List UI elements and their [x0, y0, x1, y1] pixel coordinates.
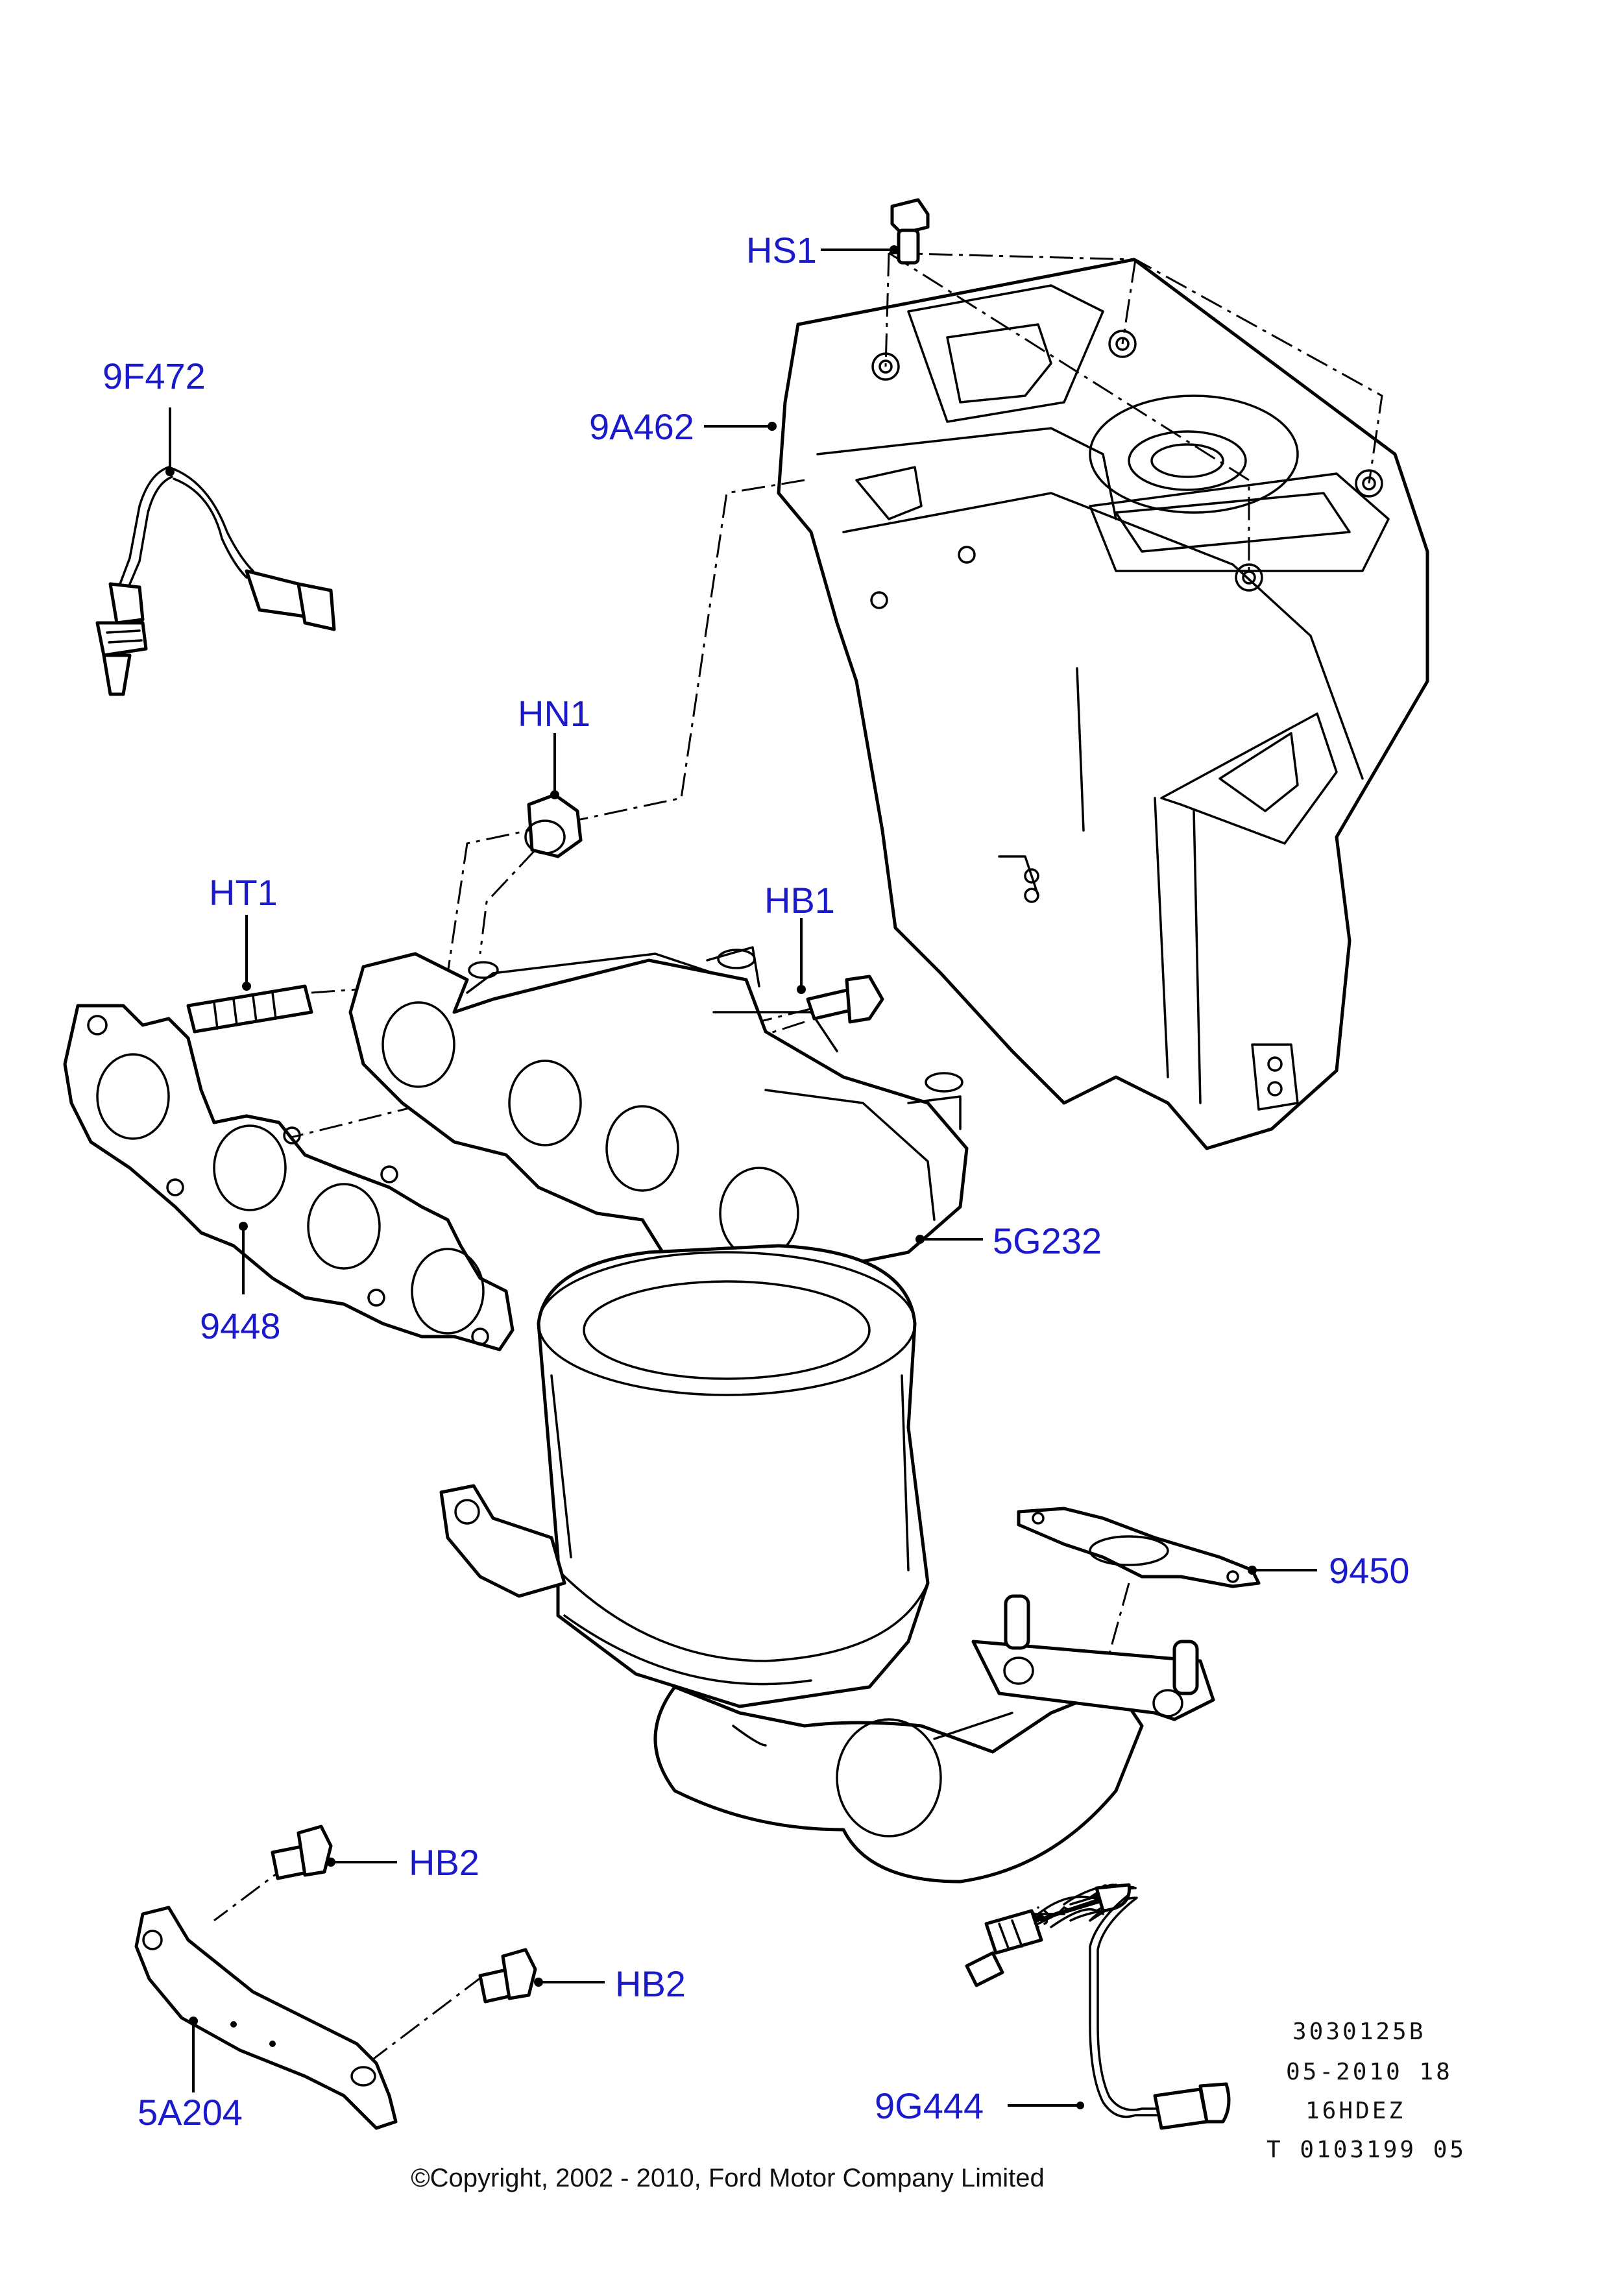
callout-hn1: HN1: [518, 693, 591, 734]
gasket-9448: [63, 1004, 515, 1352]
reference-line-1: 3030125B: [1292, 2018, 1426, 2045]
reference-line-3: 16HDEZ: [1305, 2098, 1406, 2124]
gasket-9450: [1017, 1507, 1261, 1588]
bolt-hs1: [890, 198, 930, 265]
callout-5g232: 5G232: [993, 1220, 1102, 1261]
callout-9a462: 9A462: [589, 406, 694, 447]
stud-ht1: [186, 984, 313, 1034]
bolt-hb1: [806, 975, 884, 1024]
bracket-5a204: [134, 1906, 398, 2130]
leader-lines: [169, 245, 1317, 2107]
callout-9450: 9450: [1329, 1550, 1410, 1591]
callout-9448: 9448: [200, 1305, 281, 1346]
bolt-hb2-upper: [271, 1824, 333, 1880]
bolt-hb2-lower: [478, 1948, 537, 2004]
callout-hb2-upper: HB2: [409, 1842, 479, 1883]
reference-line-2: 05-2010 18: [1286, 2059, 1453, 2085]
reference-line-4: T 0103199 05: [1266, 2137, 1467, 2163]
oxygen-sensor-9g444: [965, 1883, 1231, 2130]
callout-9f472: 9F472: [103, 356, 206, 396]
callout-5a204: 5A204: [138, 2092, 243, 2133]
callout-ht1: HT1: [209, 872, 278, 913]
exhaust-manifold-5g232: [348, 946, 969, 1306]
heat-shield-9a462: [777, 258, 1429, 1150]
nut-hn1: [524, 793, 583, 858]
callout-hs1: HS1: [746, 230, 817, 271]
callout-hb1: HB1: [764, 880, 835, 921]
copyright-notice: ©Copyright, 2002 - 2010, Ford Motor Comp…: [411, 2164, 1045, 2192]
catalytic-converter: [439, 1244, 1215, 1884]
callout-9g444: 9G444: [875, 2085, 984, 2126]
callout-hb2-lower: HB2: [615, 1963, 686, 2004]
oxygen-sensor-9f472: [95, 466, 336, 696]
